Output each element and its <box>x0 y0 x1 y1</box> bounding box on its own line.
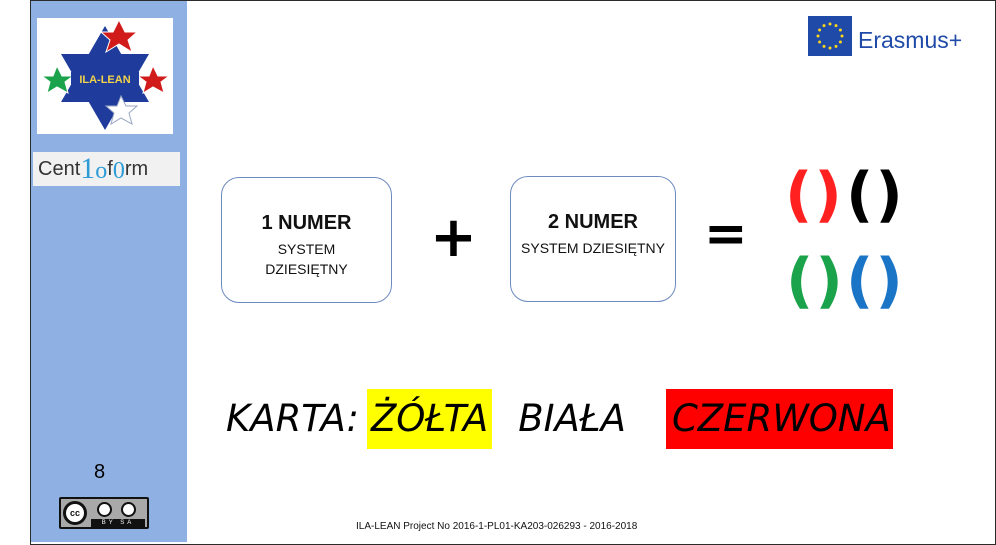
page-number: 8 <box>94 461 106 483</box>
footer-text: ILA-LEAN Project No 2016-1-PL01-KA203-02… <box>356 521 638 532</box>
paren-green: () <box>786 246 845 316</box>
equals-sign: = <box>704 204 748 264</box>
centoform-part: f <box>107 158 113 180</box>
centoform-part: rm <box>124 158 149 180</box>
by-icon <box>97 502 112 517</box>
box1-title: 1 NUMER <box>261 212 352 234</box>
card-red: CZERWONA <box>665 389 893 449</box>
box2-subtitle: SYSTEM DZIESIĘTNY <box>521 240 665 256</box>
creative-commons-icon: cc BY SA <box>59 497 149 529</box>
centoform-digit: 0 <box>112 158 125 184</box>
ila-lean-logo: ILA-LEAN <box>37 18 173 134</box>
card-label: KARTA: <box>226 397 359 440</box>
star-of-david-logo: ILA-LEAN <box>40 18 171 130</box>
box2-title: 2 NUMER <box>547 211 638 233</box>
sa-icon <box>121 502 136 517</box>
logo-text: ILA-LEAN <box>79 74 130 86</box>
erasmus-label: Erasmus+ <box>858 27 963 53</box>
card-line: KARTA:ŻÓŁTA BIAŁA CZERWONA <box>226 389 893 449</box>
box1-subtitle: SYSTEM DZIESIĘTNY <box>265 241 348 277</box>
centoform-digit: 1 <box>80 152 96 185</box>
paren-red: () <box>785 160 844 230</box>
number-box-2: 2 NUMER SYSTEM DZIESIĘTNY <box>510 176 676 302</box>
paren-black: () <box>846 160 905 230</box>
paren-blue: () <box>846 246 905 316</box>
centoform-part: t <box>74 158 81 180</box>
plus-sign: + <box>430 205 477 270</box>
card-white: BIAŁA <box>518 397 626 440</box>
centoform-logo: Cent1of0rm <box>33 152 180 186</box>
centoform-part: o <box>95 158 108 184</box>
license-strip: BY SA <box>91 519 145 527</box>
cc-icon: cc <box>63 501 87 525</box>
card-yellow: ŻÓŁTA <box>366 389 493 449</box>
number-box-1: 1 NUMER SYSTEM DZIESIĘTNY <box>221 177 392 303</box>
centoform-part: Cen <box>38 158 75 180</box>
eu-flag-icon <box>808 16 852 56</box>
